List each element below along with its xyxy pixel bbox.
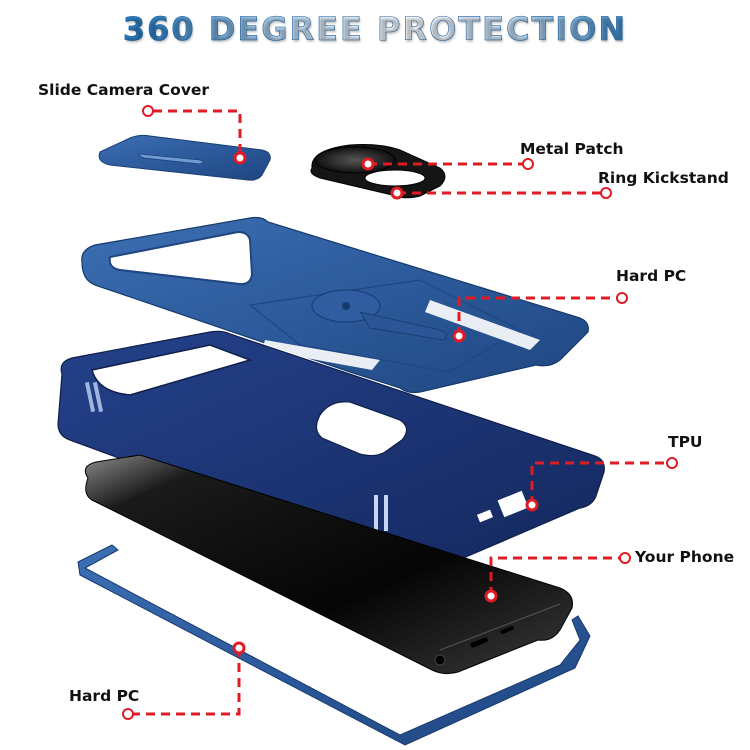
callout-line-tpu (530, 461, 672, 505)
end-ring-metal-patch (522, 158, 534, 170)
anchor-dot-hard-pc-bottom (232, 641, 246, 655)
callout-end-rings (122, 105, 678, 720)
end-ring-hard-pc-bottom (122, 708, 134, 720)
label-tpu: TPU (668, 433, 703, 451)
label-metal-patch: Metal Patch (520, 140, 624, 158)
label-ring-kickstand: Ring Kickstand (598, 169, 729, 187)
callout-anchor-dots (232, 151, 539, 655)
end-ring-hard-pc-top (616, 292, 628, 304)
end-ring-your-phone (619, 552, 631, 564)
anchor-dot-slide-camera-cover (233, 151, 247, 165)
anchor-dot-tpu (525, 498, 539, 512)
callout-lines (128, 109, 672, 716)
label-hard-pc-bottom: Hard PC (69, 687, 140, 705)
callout-line-hard-pc-bottom (128, 648, 241, 716)
label-hard-pc-top: Hard PC (616, 267, 687, 285)
callout-line-your-phone (489, 556, 625, 596)
anchor-dot-your-phone (484, 589, 498, 603)
phone (84, 454, 573, 675)
label-your-phone: Your Phone (635, 548, 735, 566)
end-ring-tpu (666, 457, 678, 469)
hard-pc-back-plate (81, 216, 589, 394)
callout-line-hard-pc-top (457, 296, 622, 336)
headline-title: 360 DEGREE PROTECTION (0, 10, 750, 49)
anchor-dot-hard-pc-top (452, 329, 466, 343)
end-ring-slide-camera-cover (142, 105, 154, 117)
anchor-dot-metal-patch (361, 157, 375, 171)
label-slide-camera-cover: Slide Camera Cover (38, 81, 210, 99)
anchor-dot-ring-kickstand (390, 186, 404, 200)
ring-kickstand-assembly (310, 144, 446, 199)
hard-pc-front-frame (77, 544, 591, 746)
end-ring-ring-kickstand (600, 187, 612, 199)
tpu-bumper-case (57, 330, 605, 571)
slide-camera-cover (98, 134, 271, 181)
